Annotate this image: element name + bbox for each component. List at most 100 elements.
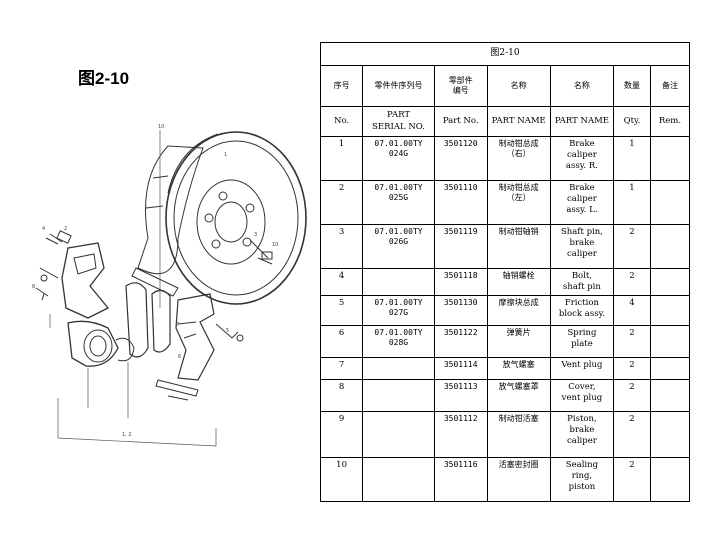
row-rem <box>649 411 691 459</box>
row-rem <box>649 379 691 413</box>
row-rem <box>649 357 691 381</box>
row-part-no: 3501110 <box>433 180 488 225</box>
row-no: 4 <box>319 267 364 297</box>
bracket-illustration <box>155 293 244 401</box>
row-name-en: Friction block assy. <box>549 295 615 327</box>
row-no: 10 <box>319 457 364 503</box>
row-part-no: 3501112 <box>433 411 488 459</box>
row-name-cn: 制动钳总成 （左） <box>486 180 551 225</box>
row-no: 3 <box>319 224 364 269</box>
leader-lines <box>49 130 217 447</box>
dust-shield-illustration <box>137 145 204 275</box>
header-cell-cn: 名称 <box>486 65 551 107</box>
row-name-cn: 放气螺塞 <box>486 357 551 381</box>
row-serial <box>362 457 435 503</box>
row-name-en: Spring plate <box>549 325 615 359</box>
brake-disc-illustration <box>165 131 307 305</box>
svg-text:10: 10 <box>158 124 164 130</box>
row-rem <box>649 295 691 327</box>
exploded-view-drawing: 10 1 4 2 3 10 8 7 5 6 1, 2 <box>32 124 307 447</box>
svg-text:10: 10 <box>272 242 278 248</box>
row-name-en: Vent plug <box>549 357 615 381</box>
svg-text:4: 4 <box>42 226 45 232</box>
row-qty: 1 <box>613 136 651 181</box>
row-serial <box>362 411 435 459</box>
row-name-cn: 制动钳轴销 <box>486 224 551 269</box>
row-no: 8 <box>319 379 364 413</box>
row-name-en: Shaft pin, brake caliper <box>549 224 615 269</box>
header-cell-cn: 数量 <box>613 65 651 107</box>
header-cell-cn: 零部件 编号 <box>433 65 488 107</box>
row-qty: 2 <box>613 379 651 413</box>
caliper-illustration <box>61 242 179 367</box>
row-name-cn: 制动钳总成 （右） <box>486 136 551 181</box>
row-name-en: Cover, vent plug <box>549 379 615 413</box>
row-qty: 2 <box>613 325 651 359</box>
row-serial <box>362 357 435 381</box>
row-name-en: Bolt, shaft pin <box>549 267 615 297</box>
svg-text:3: 3 <box>254 232 257 238</box>
row-no: 9 <box>319 411 364 459</box>
row-name-cn: 活塞密封圈 <box>486 457 551 503</box>
row-name-cn: 轴销螺栓 <box>486 267 551 297</box>
row-part-no: 3501116 <box>433 457 488 503</box>
row-part-no: 3501119 <box>433 224 488 269</box>
row-part-no: 3501113 <box>433 379 488 413</box>
row-rem <box>649 136 691 181</box>
svg-text:2: 2 <box>64 226 67 232</box>
row-part-no: 3501120 <box>433 136 488 181</box>
row-part-no: 3501114 <box>433 357 488 381</box>
callout-numbers: 10 1 4 2 3 10 8 7 5 6 1, 2 <box>32 124 278 438</box>
header-cell-en: PART SERIAL NO. <box>362 106 435 137</box>
row-rem <box>649 224 691 269</box>
row-serial: 07.01.00TY 027G <box>362 295 435 327</box>
header-cell-en: Rem. <box>649 106 691 137</box>
row-rem <box>649 457 691 503</box>
row-no: 5 <box>319 295 364 327</box>
header-row-cn: 序号零件件序列号零部件 编号名称名称数量备注 <box>319 65 691 107</box>
row-name-cn: 放气螺塞罩 <box>486 379 551 413</box>
svg-text:8: 8 <box>32 284 35 290</box>
row-qty: 1 <box>613 180 651 225</box>
row-part-no: 3501130 <box>433 295 488 327</box>
row-name-en: Brake caliper assy. L. <box>549 180 615 225</box>
row-rem <box>649 267 691 297</box>
header-cell-en: Qty. <box>613 106 651 137</box>
svg-text:1, 2: 1, 2 <box>122 432 132 438</box>
bolts-illustration <box>35 230 273 301</box>
row-name-en: Sealing ring, piston <box>549 457 615 503</box>
row-name-cn: 摩擦块总成 <box>486 295 551 327</box>
row-rem <box>649 180 691 225</box>
row-no: 2 <box>319 180 364 225</box>
header-cell-cn: 备注 <box>649 65 691 107</box>
row-qty: 2 <box>613 357 651 381</box>
row-part-no: 3501118 <box>433 267 488 297</box>
row-qty: 2 <box>613 411 651 459</box>
row-no: 1 <box>319 136 364 181</box>
row-serial: 07.01.00TY 025G <box>362 180 435 225</box>
row-name-en: Brake caliper assy. R. <box>549 136 615 181</box>
row-part-no: 3501122 <box>433 325 488 359</box>
header-cell-cn: 名称 <box>549 65 615 107</box>
svg-text:7: 7 <box>176 322 179 328</box>
header-cell-en: Part No. <box>433 106 488 137</box>
row-serial <box>362 267 435 297</box>
row-qty: 2 <box>613 224 651 269</box>
row-name-cn: 制动钳活塞 <box>486 411 551 459</box>
row-serial: 07.01.00TY 026G <box>362 224 435 269</box>
row-qty: 2 <box>613 457 651 503</box>
row-qty: 2 <box>613 267 651 297</box>
header-cell-cn: 零件件序列号 <box>362 65 435 107</box>
header-cell-en: No. <box>319 106 364 137</box>
